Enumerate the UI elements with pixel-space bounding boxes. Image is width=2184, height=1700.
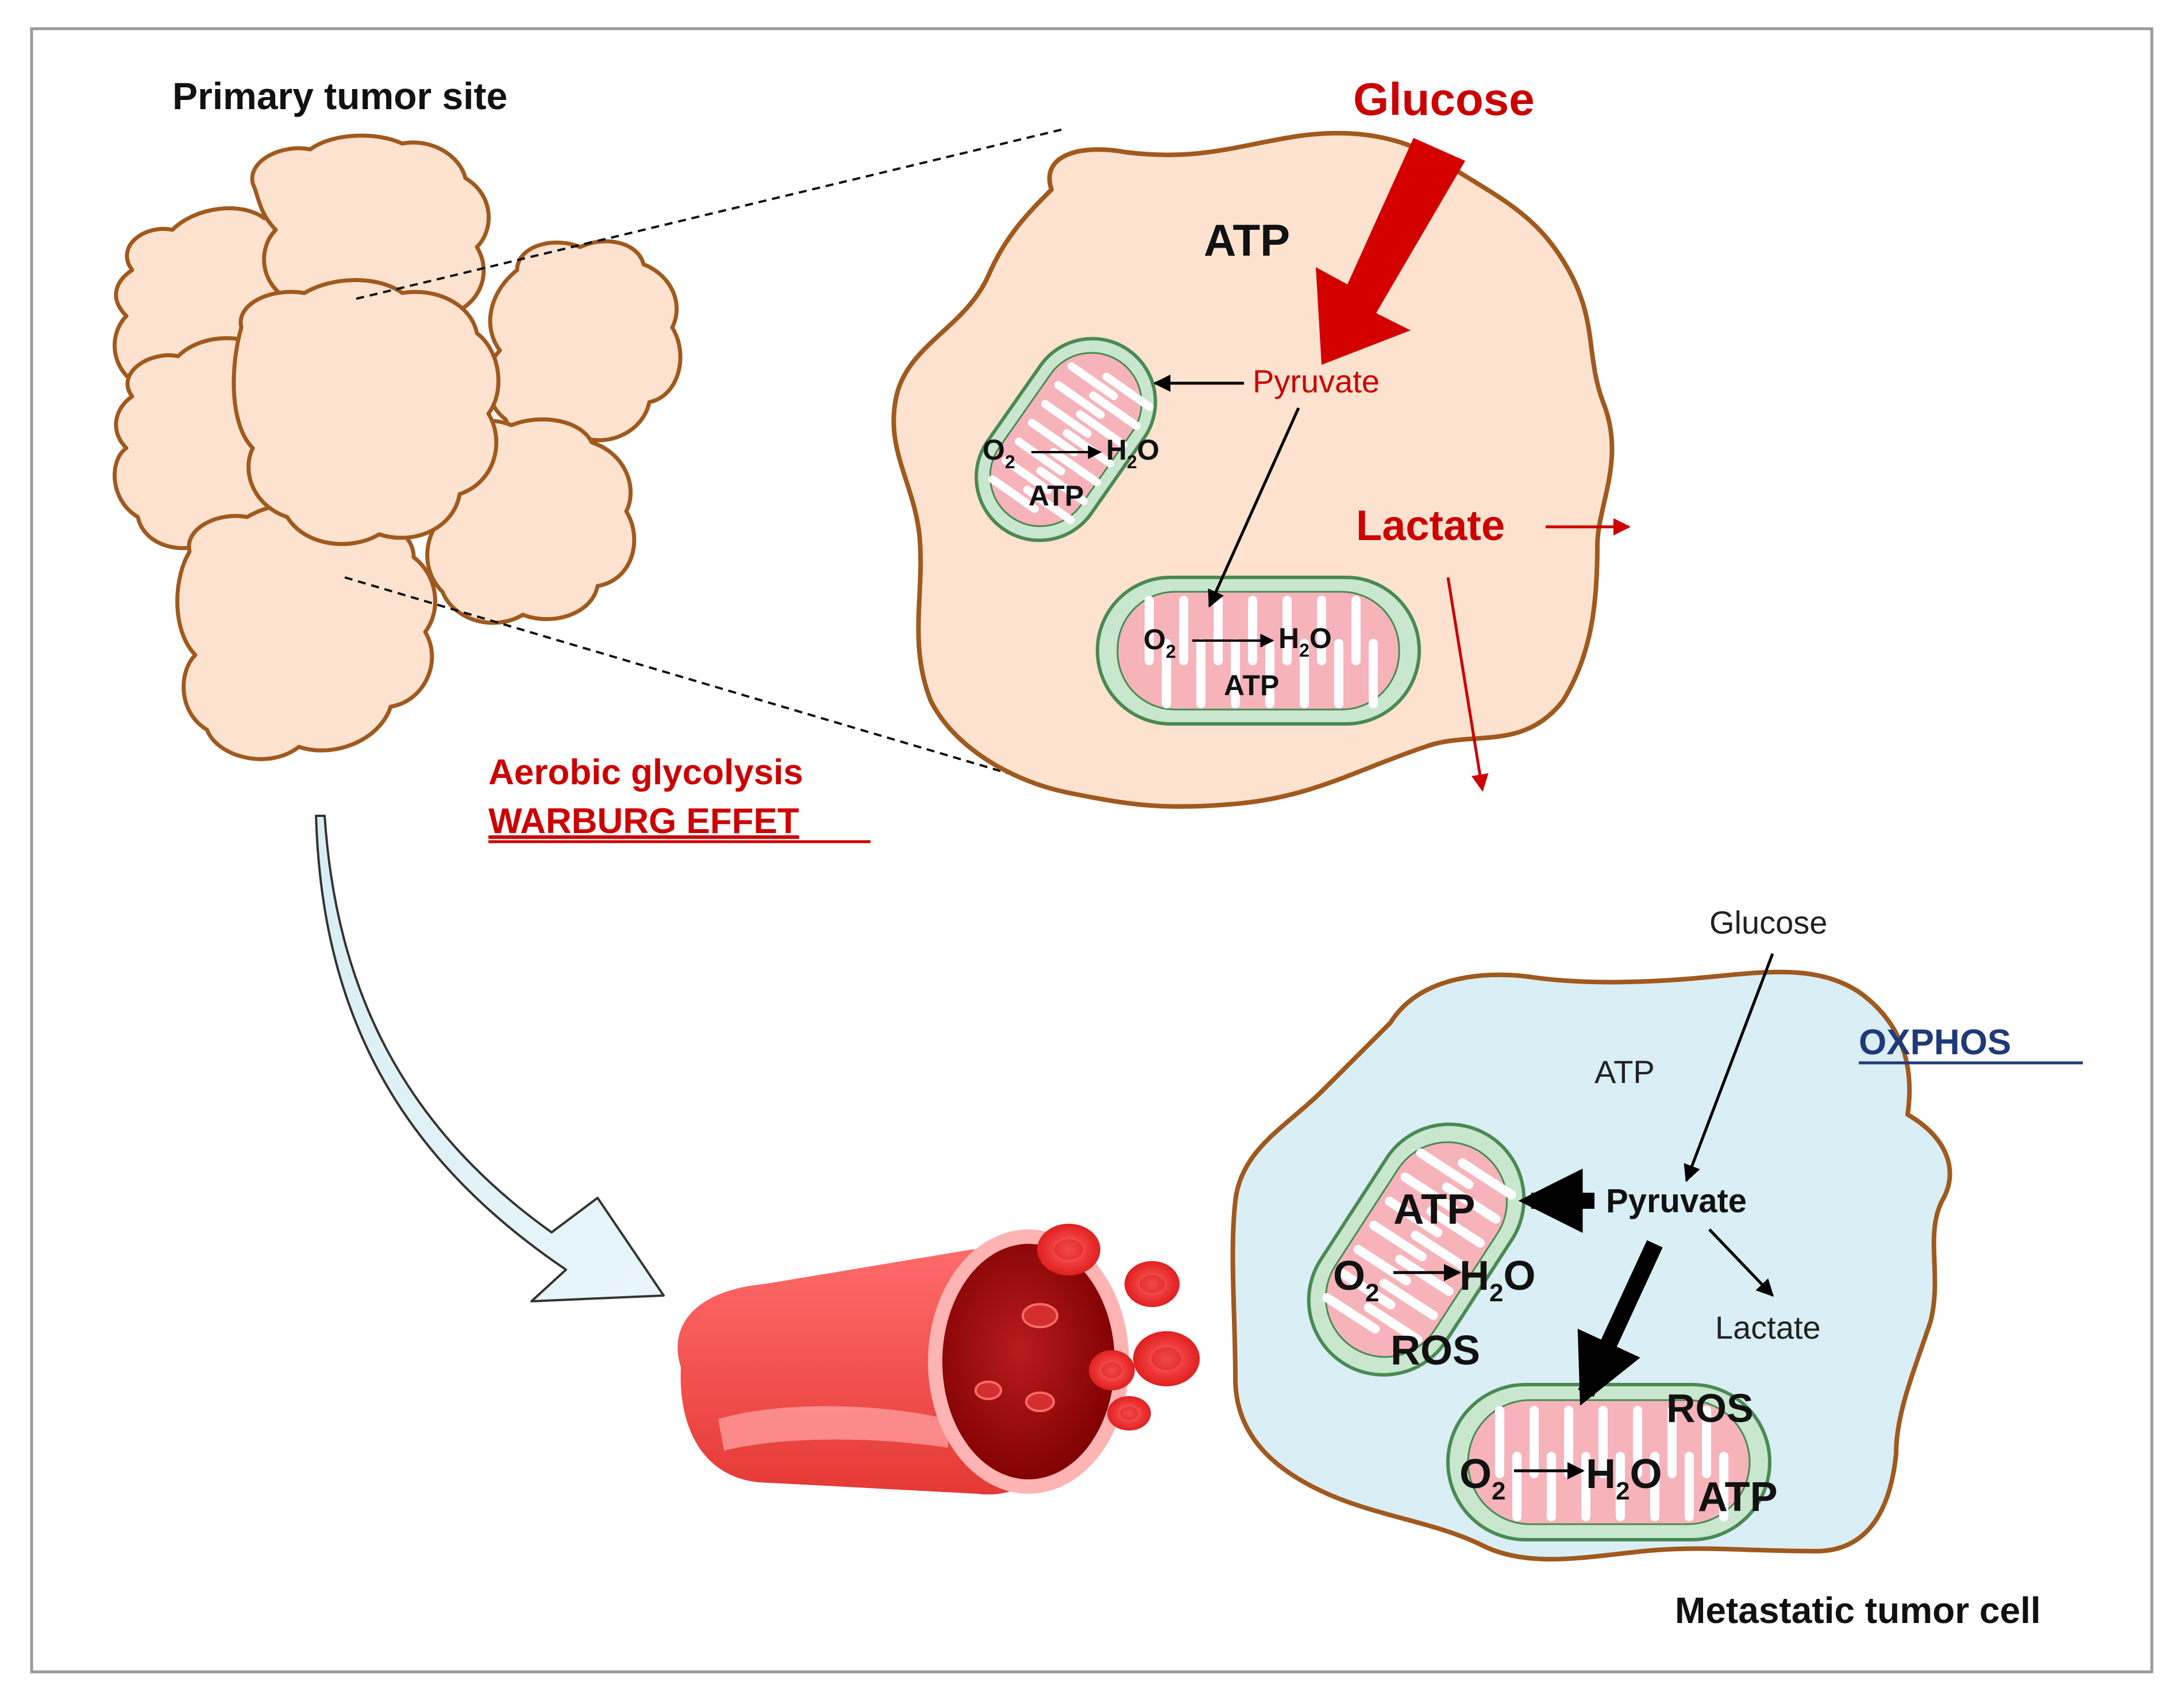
mito-left-h2o: H2O	[1459, 1253, 1536, 1307]
primary-tumor-cluster	[113, 133, 683, 761]
tumor-cell-7	[232, 278, 500, 546]
mito-bottom-h2o: H2O	[1278, 622, 1332, 661]
arrow-pyruvate-to-mito-bottom	[1208, 407, 1300, 608]
mitochondrion-metastatic-right	[1446, 1383, 1771, 1541]
metastatic-cell-membrane	[1230, 969, 1952, 1562]
mito-right-atp: ATP	[1698, 1474, 1778, 1520]
metastatic-title: Metastatic tumor cell	[1675, 1590, 2041, 1631]
red-blood-cells	[1037, 1224, 1200, 1431]
mito-bottom-atp: ATP	[1224, 669, 1279, 701]
blood-vessel	[677, 1229, 1129, 1495]
mito-left-o2: O2	[1333, 1253, 1380, 1307]
rbc-inside-3	[1025, 1391, 1055, 1412]
warburg-atp-label: ATP	[1204, 215, 1290, 265]
mito-top-h2o: H2O	[1106, 434, 1160, 472]
warburg-cell-membrane	[891, 130, 1615, 809]
tumor-cell-3	[250, 133, 491, 336]
oxphos-label: OXPHOS	[1859, 1023, 2011, 1062]
mito-right-o2: O2	[1459, 1451, 1506, 1505]
mito-left-ros: ROS	[1390, 1328, 1480, 1374]
arrow-pyruvate-to-lactate	[1708, 1228, 1774, 1297]
metastatic-atp-label: ATP	[1594, 1054, 1655, 1090]
warburg-glucose-label: Glucose	[1353, 74, 1535, 125]
zoom-line-bottom	[344, 576, 1075, 794]
arrow-lactate-out-down	[1446, 577, 1489, 792]
mito-top-atp: ATP	[1029, 480, 1084, 512]
mito-left-atp: ATP	[1393, 1185, 1476, 1233]
glucose-arrow-red	[1316, 138, 1465, 365]
arrow-glucose-to-pyruvate	[1684, 953, 1774, 1182]
mito-right-h2o: H2O	[1586, 1451, 1662, 1505]
metastatic-lactate-label: Lactate	[1715, 1309, 1821, 1346]
mitochondrion-warburg-bottom	[1096, 576, 1421, 726]
mito-top-o2: O2	[983, 434, 1015, 472]
rbc-inside-1	[1022, 1303, 1058, 1328]
label-warburg-effet: WARBURG EFFET	[488, 801, 799, 841]
mitochondrion-metastatic-left	[1307, 1122, 1526, 1377]
warburg-lactate-label: Lactate	[1356, 502, 1505, 549]
arrow-pyruvate-to-mito-right	[1577, 1240, 1663, 1406]
mito-bottom-o2: O2	[1143, 623, 1176, 662]
rbc-inside-2	[974, 1381, 1002, 1400]
warburg-pyruvate-label: Pyruvate	[1253, 363, 1380, 399]
metastasis-curved-arrow	[315, 815, 665, 1302]
metastatic-glucose-label: Glucose	[1709, 904, 1827, 940]
primary-title: Primary tumor site	[172, 75, 507, 117]
metastatic-pyruvate-label: Pyruvate	[1606, 1182, 1747, 1220]
mito-right-ros: ROS	[1666, 1386, 1754, 1431]
label-aerobic-glycolysis: Aerobic glycolysis	[488, 753, 803, 792]
zoom-line-top	[356, 128, 1064, 300]
